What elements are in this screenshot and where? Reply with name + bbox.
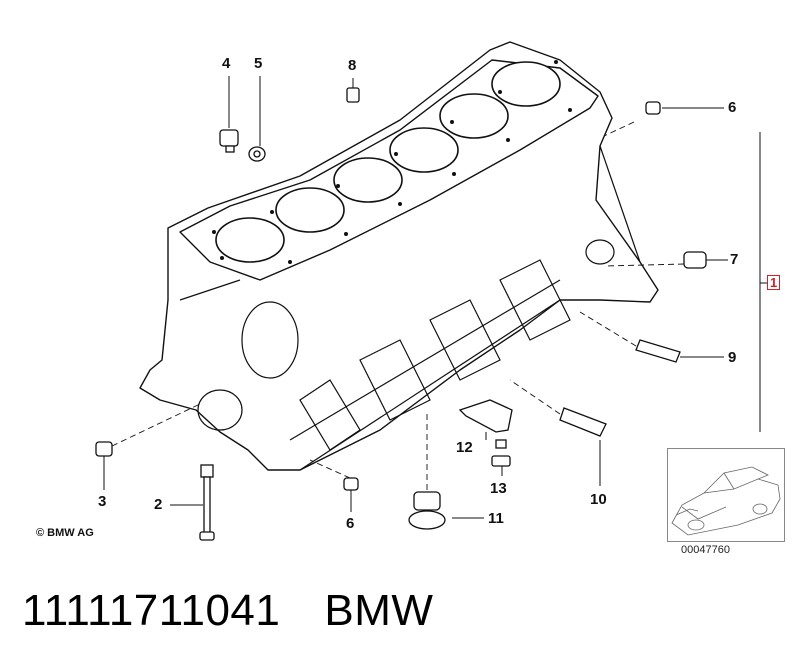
rear-boss <box>585 239 615 265</box>
callout-2[interactable]: 2 <box>154 496 163 513</box>
callout-5[interactable]: 5 <box>254 55 263 72</box>
engine-block <box>139 41 659 471</box>
cylinder-bore-4 <box>389 127 459 173</box>
callout-10[interactable]: 10 <box>590 491 607 508</box>
car-silhouette-icon <box>671 466 781 536</box>
part-6-dowel-sleeve-lower <box>343 477 359 491</box>
crank-seal-opening <box>197 389 243 431</box>
callout-4[interactable]: 4 <box>222 55 231 72</box>
vehicle-thumbnail[interactable] <box>667 448 785 542</box>
callout-12[interactable]: 12 <box>456 439 473 456</box>
front-bore <box>241 301 299 379</box>
callout-9[interactable]: 9 <box>728 349 737 366</box>
copyright-notice: © BMW AG <box>36 527 94 539</box>
engine-block-exploded-diagram <box>95 41 768 541</box>
callout-13[interactable]: 13 <box>490 480 507 497</box>
cylinder-bore-3 <box>333 157 403 203</box>
cylinder-bore-1 <box>215 217 285 263</box>
part-4-screw-plug <box>219 129 239 153</box>
callout-7[interactable]: 7 <box>730 251 739 268</box>
cylinder-bore-5 <box>439 93 509 139</box>
callout-3[interactable]: 3 <box>98 493 107 510</box>
part-number: 11111711041 <box>22 586 281 635</box>
part-11-screw-plug <box>408 491 446 530</box>
part-3-dowel-sleeve <box>95 441 113 457</box>
part-13-screw <box>491 439 511 467</box>
cylinder-bore-2 <box>275 187 345 233</box>
part-7-dowel-sleeve <box>683 251 707 269</box>
callout-6-lower[interactable]: 6 <box>346 515 355 532</box>
brand-name: BMW <box>324 586 434 635</box>
part-12-bracket <box>458 399 513 433</box>
part-2-bolt <box>199 464 215 541</box>
callout-11[interactable]: 11 <box>488 510 504 527</box>
part-title: 11111711041 BMW <box>22 586 477 636</box>
callout-8[interactable]: 8 <box>348 57 357 74</box>
diagram-reference-number: 00047760 <box>681 544 730 556</box>
part-10-stud <box>559 407 607 437</box>
callout-6-upper[interactable]: 6 <box>728 99 737 116</box>
cylinder-bore-6 <box>491 61 561 107</box>
callout-1-highlighted[interactable]: 1 <box>767 275 781 290</box>
part-9-stud <box>635 339 681 363</box>
part-6-dowel-sleeve-upper <box>645 101 661 115</box>
part-8-dowel-sleeve <box>346 87 360 103</box>
